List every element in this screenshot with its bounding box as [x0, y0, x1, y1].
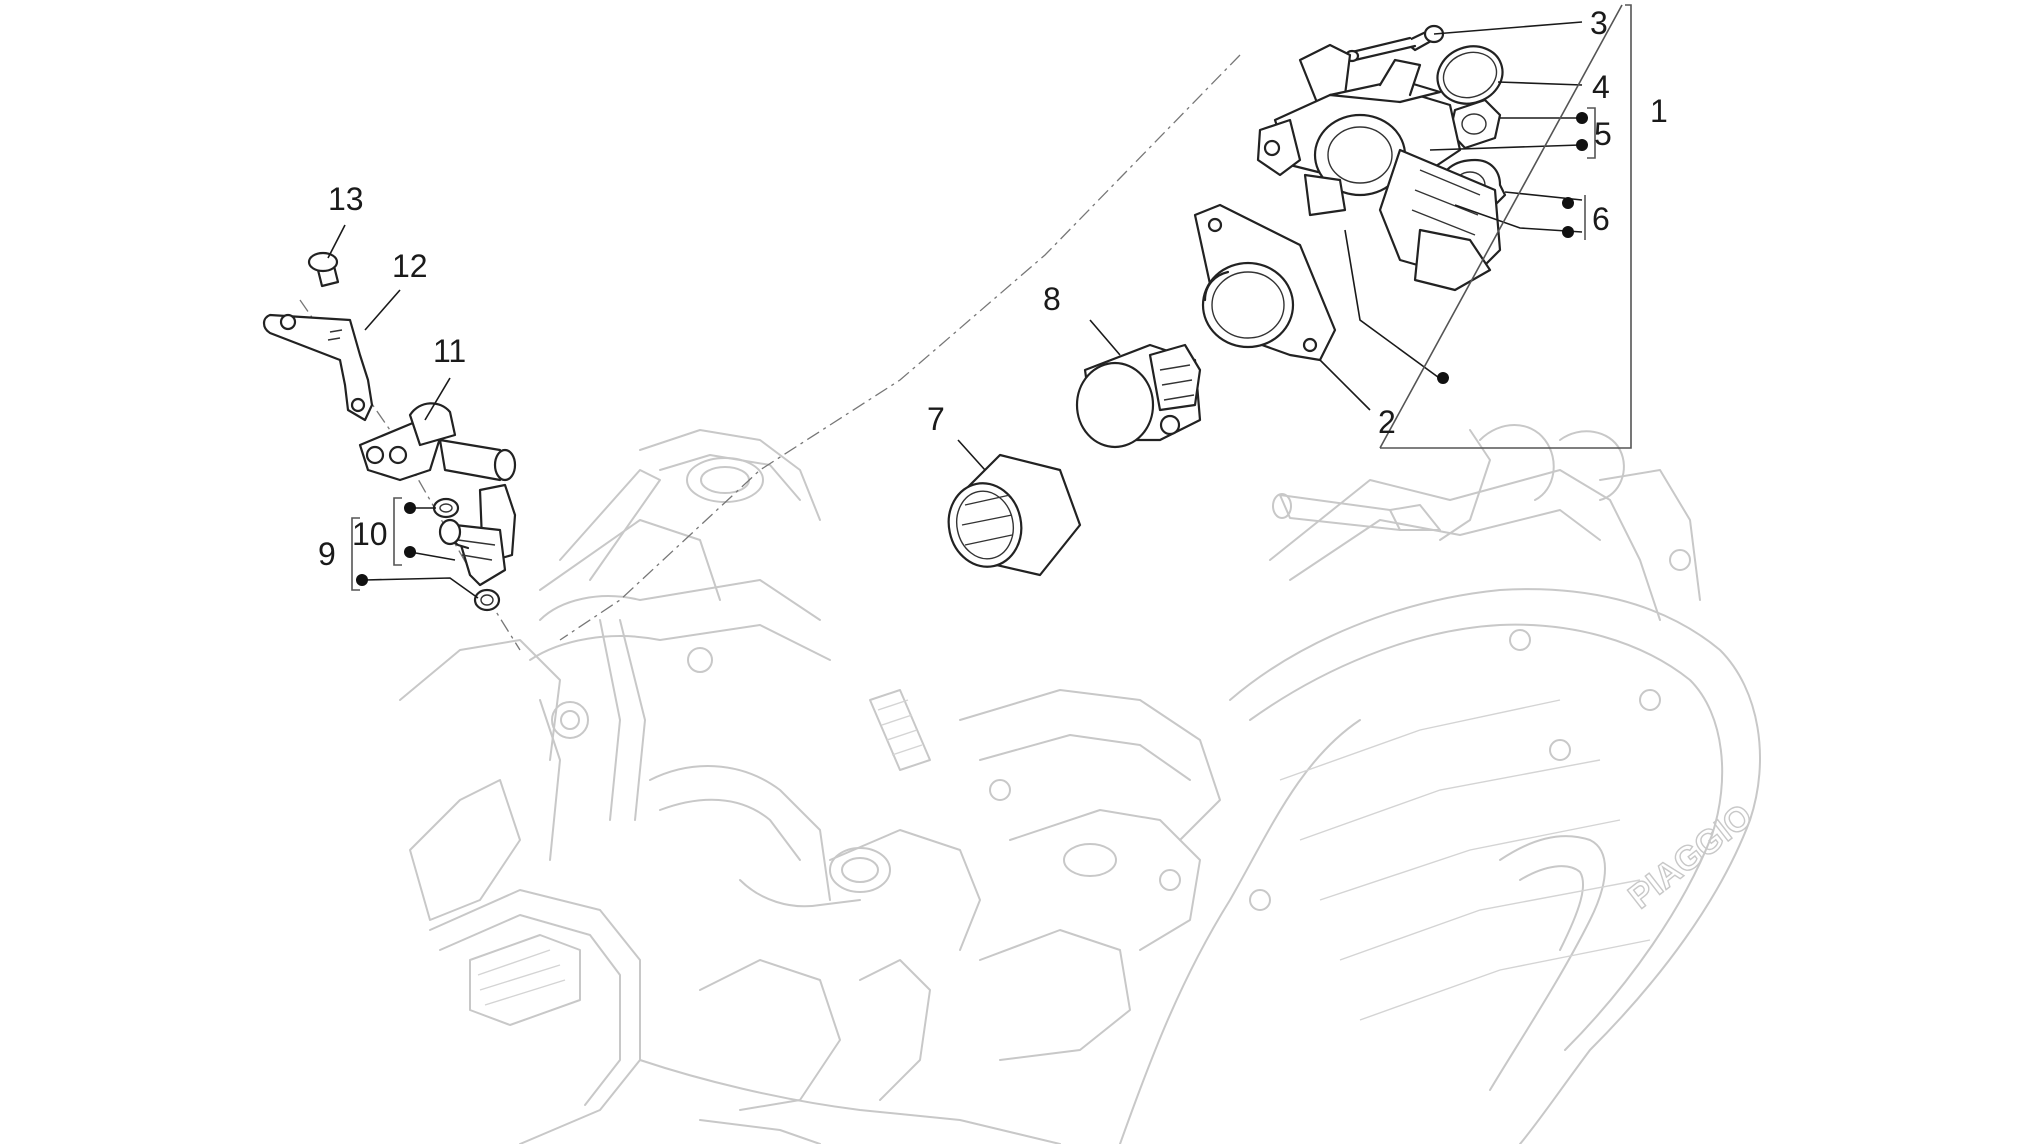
assembly-axis-lines [299, 54, 1241, 651]
dot-6b [1562, 226, 1574, 238]
part-screw [1344, 24, 1445, 63]
part-sleeve [947, 453, 1082, 577]
callout-8: 8 [1043, 281, 1061, 317]
callout-labels: 3 4 1 5 6 2 8 7 13 12 11 10 9 [318, 5, 1668, 572]
part-injector-holder [358, 402, 517, 482]
dot-5a [1576, 112, 1588, 124]
dot-5b [1576, 139, 1588, 151]
part-intake-manifold [1193, 203, 1337, 362]
callout-3: 3 [1590, 5, 1608, 41]
part-bolt [307, 251, 340, 288]
part-throttle-body [1256, 43, 1502, 292]
reference-dots [356, 112, 1588, 586]
dot-10b [404, 546, 416, 558]
callout-9: 9 [318, 536, 336, 572]
callout-13: 13 [328, 181, 364, 217]
callout-1: 1 [1650, 93, 1668, 129]
dot-9 [356, 574, 368, 586]
callout-5: 5 [1594, 116, 1612, 152]
dot-6a [1562, 197, 1574, 209]
part-o-ring [1436, 45, 1504, 105]
part-washer-bottom [473, 588, 501, 612]
part-hose-clamp [1075, 343, 1202, 449]
leader-lines [327, 21, 1583, 599]
callout-2: 2 [1378, 404, 1396, 440]
group-brackets [351, 4, 1632, 591]
dot-1 [1437, 372, 1449, 384]
dot-10a [404, 502, 416, 514]
callout-12: 12 [392, 248, 428, 284]
callout-4: 4 [1592, 69, 1610, 105]
engine-assembly-outline: PIAGGIO [399, 424, 1761, 1144]
part-washer-top [432, 497, 460, 519]
callout-7: 7 [927, 401, 945, 437]
callout-10: 10 [352, 516, 388, 552]
callout-6: 6 [1592, 201, 1610, 237]
part-fuel-injector [438, 483, 517, 587]
part-bracket [262, 313, 374, 422]
engine-brand-text: PIAGGIO [1622, 797, 1760, 917]
callout-11: 11 [433, 333, 466, 369]
